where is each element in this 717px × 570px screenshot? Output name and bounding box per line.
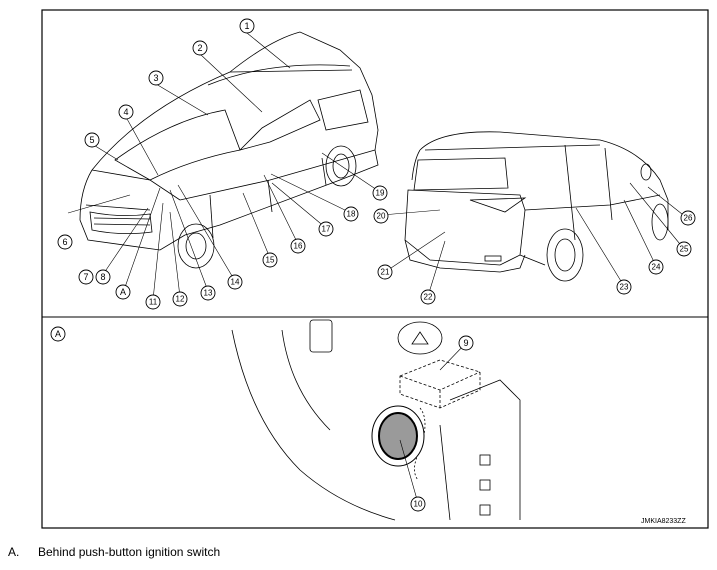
- callout-13: 13: [204, 289, 213, 298]
- caption-letter: A.: [8, 545, 20, 559]
- caption: A. Behind push-button ignition switch: [8, 545, 220, 559]
- caption-text: Behind push-button ignition switch: [38, 545, 221, 559]
- callout-23: 23: [620, 283, 629, 292]
- callout-11: 11: [149, 298, 158, 307]
- leader-lines: [67, 32, 688, 504]
- callout-26: 26: [684, 214, 693, 223]
- diagram-frame: [41, 9, 709, 529]
- callout-20: 20: [377, 212, 386, 221]
- callout-10: 10: [414, 500, 423, 509]
- callout-5: 5: [89, 135, 94, 145]
- callout-8: 8: [100, 272, 105, 282]
- callout-6: 6: [62, 237, 67, 247]
- callout-7: 7: [83, 272, 88, 282]
- callout-21: 21: [381, 268, 390, 277]
- rear-vehicle-illustration: [404, 131, 669, 282]
- front-vehicle-illustration: [79, 31, 379, 269]
- reference-code: JMKIA8233ZZ: [641, 518, 686, 525]
- callout-25: 25: [680, 245, 689, 254]
- callout-14: 14: [231, 278, 240, 287]
- inset-illustration: [231, 319, 521, 521]
- callout-17: 17: [322, 225, 331, 234]
- callout-9: 9: [463, 338, 468, 348]
- callout-labels: 1 2 3 4 5 6 7 8 A 11 12 13 14 15 16 17 1…: [55, 21, 693, 509]
- callout-19: 19: [376, 189, 385, 198]
- callout-18: 18: [347, 210, 356, 219]
- callout-4: 4: [123, 107, 128, 117]
- inset-label: A: [55, 329, 61, 339]
- callout-1: 1: [244, 21, 249, 31]
- callout-3: 3: [153, 73, 158, 83]
- callout-15: 15: [266, 256, 275, 265]
- callout-24: 24: [652, 263, 661, 272]
- callout-12: 12: [176, 295, 185, 304]
- callout-a: A: [120, 287, 126, 297]
- callout-2: 2: [197, 43, 202, 53]
- callout-16: 16: [294, 242, 303, 251]
- callout-22: 22: [424, 293, 433, 302]
- callout-bubbles: [50, 18, 696, 512]
- push-button-ignition-switch: [378, 412, 418, 460]
